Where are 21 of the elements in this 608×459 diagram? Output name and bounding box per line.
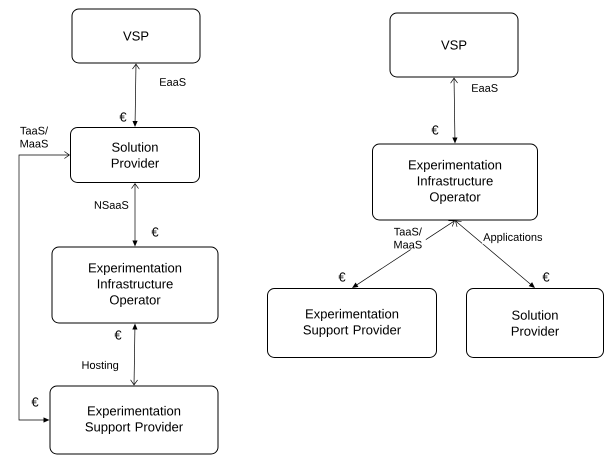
arrow <box>352 220 455 288</box>
euro-label: € <box>119 112 126 122</box>
arrow <box>455 220 535 288</box>
edge-label: EaaS <box>158 77 188 87</box>
role-box: Experimentation Infrastructure Operator <box>372 144 538 220</box>
euro-label: € <box>31 397 38 407</box>
role-box: Experimentation Support Provider <box>50 386 218 454</box>
euro-label: € <box>338 272 346 282</box>
edge-label: NSaaS <box>92 200 130 210</box>
edge-label: Applications <box>482 232 544 244</box>
edge-label: Hosting <box>80 360 120 372</box>
euro-label: € <box>542 272 550 282</box>
edge-label: TaaS/ MaaS <box>16 125 52 149</box>
edge-label: TaaS/ MaaS <box>390 226 426 250</box>
edge-label: EaaS <box>470 83 500 93</box>
role-box: VSP <box>390 12 518 78</box>
role-box: Experimentation Infrastructure Operator <box>52 246 218 324</box>
role-box: Solution Provider <box>70 127 200 183</box>
role-box: Solution Provider <box>466 288 604 358</box>
role-box: Experimentation Support Provider <box>267 288 437 358</box>
role-box: VSP <box>72 8 200 64</box>
